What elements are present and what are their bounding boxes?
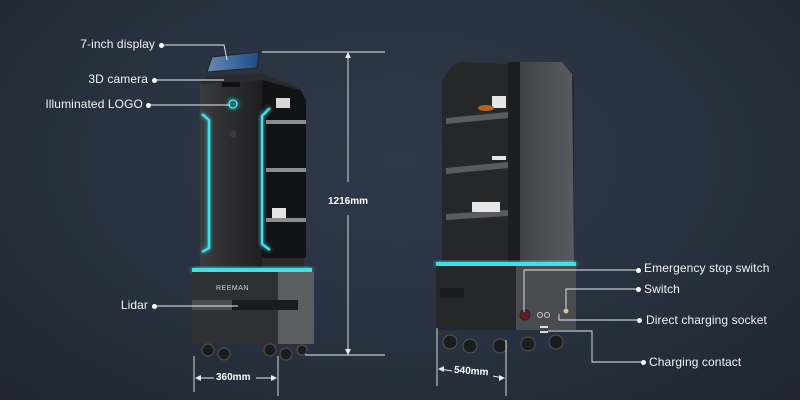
callout-dot — [636, 287, 641, 292]
label-illuminated-logo: Illuminated LOGO — [45, 97, 143, 111]
label-direct-charging-socket: Direct charging socket — [646, 313, 767, 327]
callout-dot — [641, 360, 646, 365]
dimension-depth: 540mm — [453, 364, 489, 379]
label-lidar: Lidar — [120, 298, 148, 312]
label-3d-camera: 3D camera — [88, 72, 148, 86]
dimension-arrowheads — [195, 52, 505, 381]
label-emergency-stop-switch: Emergency stop switch — [644, 261, 770, 275]
dimension-height: 1216mm — [328, 196, 369, 207]
brand-logo: REEMAN — [216, 285, 249, 292]
leader-lines — [150, 44, 643, 396]
front-robot — [192, 51, 314, 361]
label-switch: Switch — [644, 282, 680, 296]
dimension-width: 360mm — [216, 372, 251, 383]
rear-robot — [436, 62, 576, 354]
label-charging-contact: Charging contact — [649, 355, 742, 369]
callout-dot — [637, 318, 642, 323]
label-7-inch-display: 7-inch display — [80, 37, 155, 51]
callout-dot — [152, 78, 157, 83]
callout-dot — [146, 103, 151, 108]
callout-dot — [159, 43, 164, 48]
callout-dot — [152, 304, 157, 309]
callout-dot — [636, 268, 641, 273]
